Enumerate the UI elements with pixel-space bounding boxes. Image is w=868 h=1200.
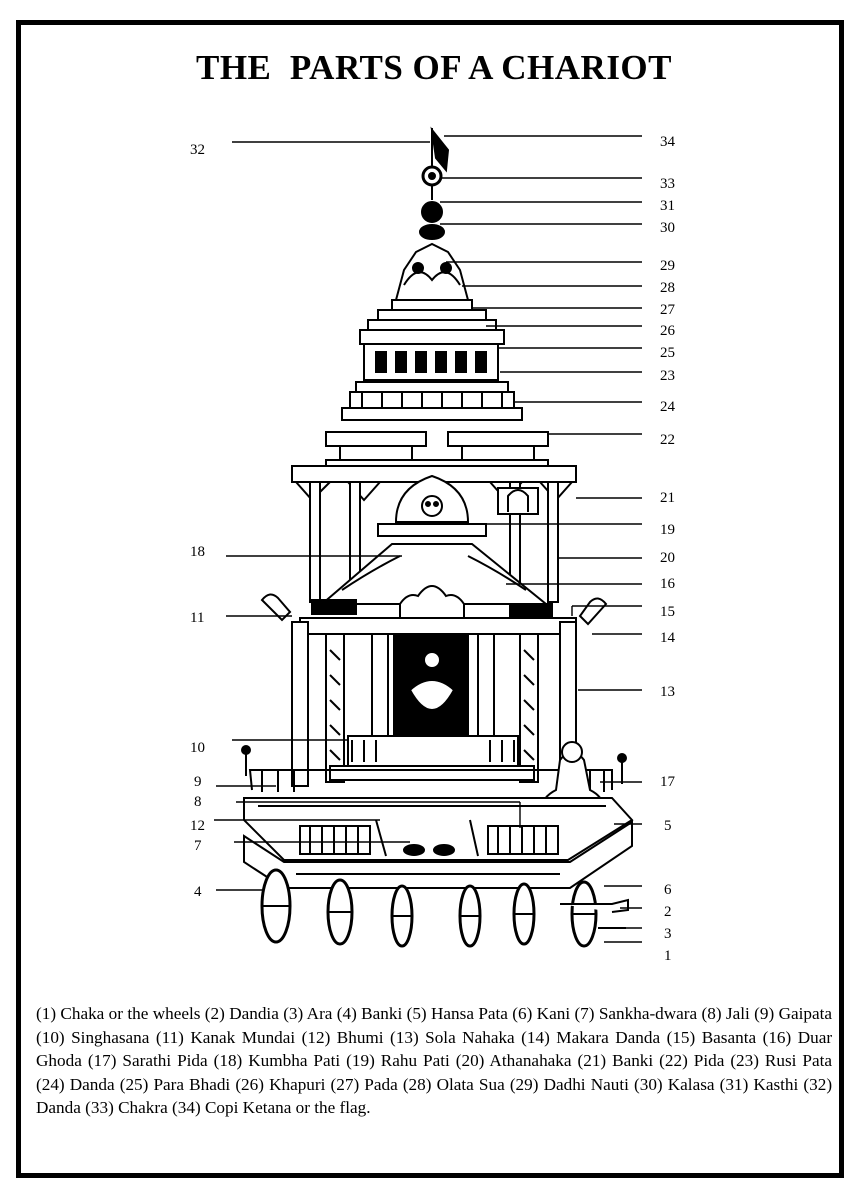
callout-26: 26 [660,323,676,339]
legend-item: (13) Sola Nahaka [390,1027,515,1047]
page-title: THE PARTS OF A CHARIOT [195,48,673,87]
legend-item: (31) Kasthi [719,1074,799,1094]
callout-32: 32 [190,142,205,158]
callout-28: 28 [660,280,675,296]
callout-25: 25 [660,345,675,361]
callout-2: 2 [664,904,672,920]
legend-item: (28) Olata Sua [402,1074,505,1094]
legend-item: (16) Duar Ghoda [36,1027,833,1071]
legend-item: (2) Dandia [204,1004,279,1023]
callout-9: 9 [194,774,202,790]
legend-item: (24) Danda [36,1074,115,1094]
legend-item: (33) Chakra [85,1098,168,1117]
callout-7: 7 [194,838,202,854]
callout-34: 34 [660,134,676,150]
callout-11: 11 [190,610,204,626]
callout-17: 17 [660,774,676,790]
callout-22: 22 [660,432,675,448]
callout-27: 27 [660,302,676,318]
callout-4: 4 [194,884,202,900]
legend-item: (15) Basanta [666,1027,757,1047]
callout-3: 3 [664,926,672,942]
legend-item: (18) Kumbha Pati [213,1051,341,1070]
callout-14: 14 [660,630,676,646]
legend-item: (5) Hansa Pata [406,1004,508,1023]
callout-numbers: 32 34 33 31 30 29 28 27 26 25 23 24 22 2… [190,134,676,964]
legend-item: (20) Athanahaka [455,1051,572,1070]
callout-15: 15 [660,604,675,620]
legend-item: (9) Gaipata [754,1004,833,1023]
callout-19: 19 [660,522,675,538]
callout-5: 5 [664,818,672,834]
legend-item: (30) Kalasa [634,1074,715,1094]
legend-item: (26) Khapuri [235,1074,326,1094]
legend-item: (32) Danda [36,1074,833,1118]
callout-30: 30 [660,220,675,236]
legend-item: (1) Chaka or the wheels [36,1004,201,1023]
callout-6: 6 [664,882,672,898]
legend-item: (29) Dadhi Nauti [509,1074,629,1094]
legend-item: (23) Rusi Pata [730,1051,833,1070]
callout-8: 8 [194,794,202,810]
callout-23: 23 [660,368,675,384]
legend-item: (12) Bhumi [301,1027,384,1047]
legend-item: (22) Pida [659,1051,725,1070]
callout-12: 12 [190,818,205,834]
legend-item: (17) Sarathi Pida [87,1051,208,1070]
callout-lines [214,135,642,943]
callout-18: 18 [190,544,205,560]
parts-legend: (1) Chaka or the wheels (2) Dandia (3) A… [36,1002,832,1120]
callout-33: 33 [660,176,675,192]
legend-item: (7) Sankha-dwara [574,1004,698,1023]
legend-item: (10) Singhasana [36,1027,150,1047]
legend-item: (19) Rahu Pati [346,1051,450,1070]
callout-16: 16 [660,576,676,592]
legend-item: (6) Kani [512,1004,571,1023]
legend-item: (8) Jali [701,1004,750,1023]
callout-29: 29 [660,258,675,274]
callout-13: 13 [660,684,675,700]
callout-10: 10 [190,740,205,756]
legend-item: (25) Para Bhadi [119,1074,231,1094]
callout-31: 31 [660,198,675,214]
legend-item: (4) Banki [336,1004,403,1023]
callout-1: 1 [664,948,672,964]
legend-item: (14) Makara Danda [521,1027,661,1047]
callout-24: 24 [660,399,676,415]
legend-item: (11) Kanak Mundai [155,1027,296,1047]
callout-20: 20 [660,550,675,566]
legend-item: (21) Banki [577,1051,654,1070]
chariot-illustration [241,126,634,948]
callout-21: 21 [660,490,675,506]
legend-item: (27) Pada [330,1074,398,1094]
legend-item: (3) Ara [283,1004,333,1023]
legend-item: (34) Copi Ketana or the flag. [172,1098,371,1117]
